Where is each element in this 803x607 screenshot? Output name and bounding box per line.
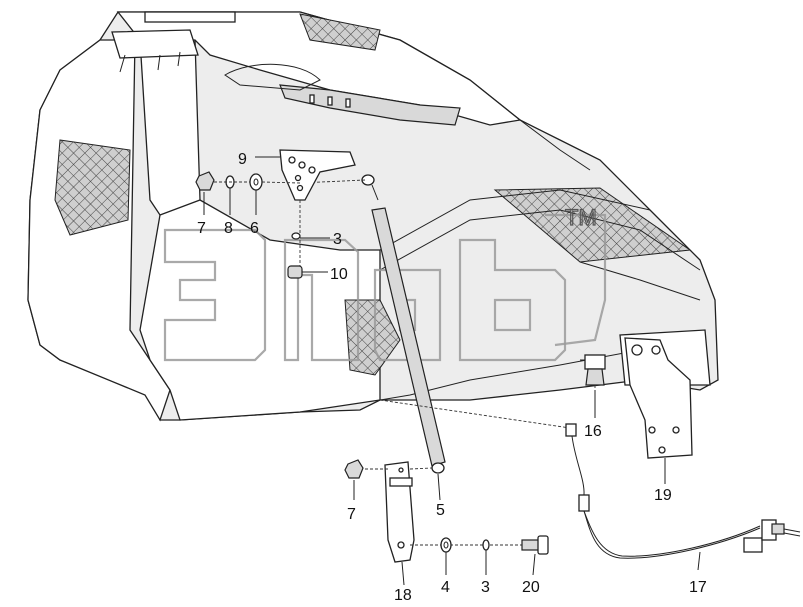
callout-18: 18 — [394, 587, 412, 604]
callout-9: 9 — [238, 151, 247, 168]
trademark-symbol: TM — [565, 205, 597, 230]
callout-3-upper: 3 — [333, 231, 342, 248]
gas-strut — [299, 174, 446, 474]
hardware-upper — [195, 171, 303, 279]
callout-4: 4 — [441, 579, 450, 596]
lower-bracket-18 — [360, 461, 530, 563]
callout-10: 10 — [330, 266, 348, 283]
bracket-19 — [624, 337, 693, 459]
callout-8: 8 — [224, 220, 233, 237]
cable-17 — [379, 399, 801, 559]
callout-7-lower: 7 — [347, 506, 356, 523]
callout-17: 17 — [689, 579, 707, 596]
leader-lines — [203, 156, 701, 586]
callout-20: 20 — [522, 579, 540, 596]
callout-16: 16 — [584, 423, 602, 440]
callout-19: 19 — [654, 487, 672, 504]
callout-labels: 9 7 8 6 3 10 16 19 7 5 18 4 3 20 17 — [197, 151, 707, 604]
callout-5: 5 — [436, 502, 445, 519]
callout-7-upper: 7 — [197, 220, 206, 237]
callout-6: 6 — [250, 220, 259, 237]
callout-3-lower: 3 — [481, 579, 490, 596]
hardware-lower — [344, 459, 549, 555]
